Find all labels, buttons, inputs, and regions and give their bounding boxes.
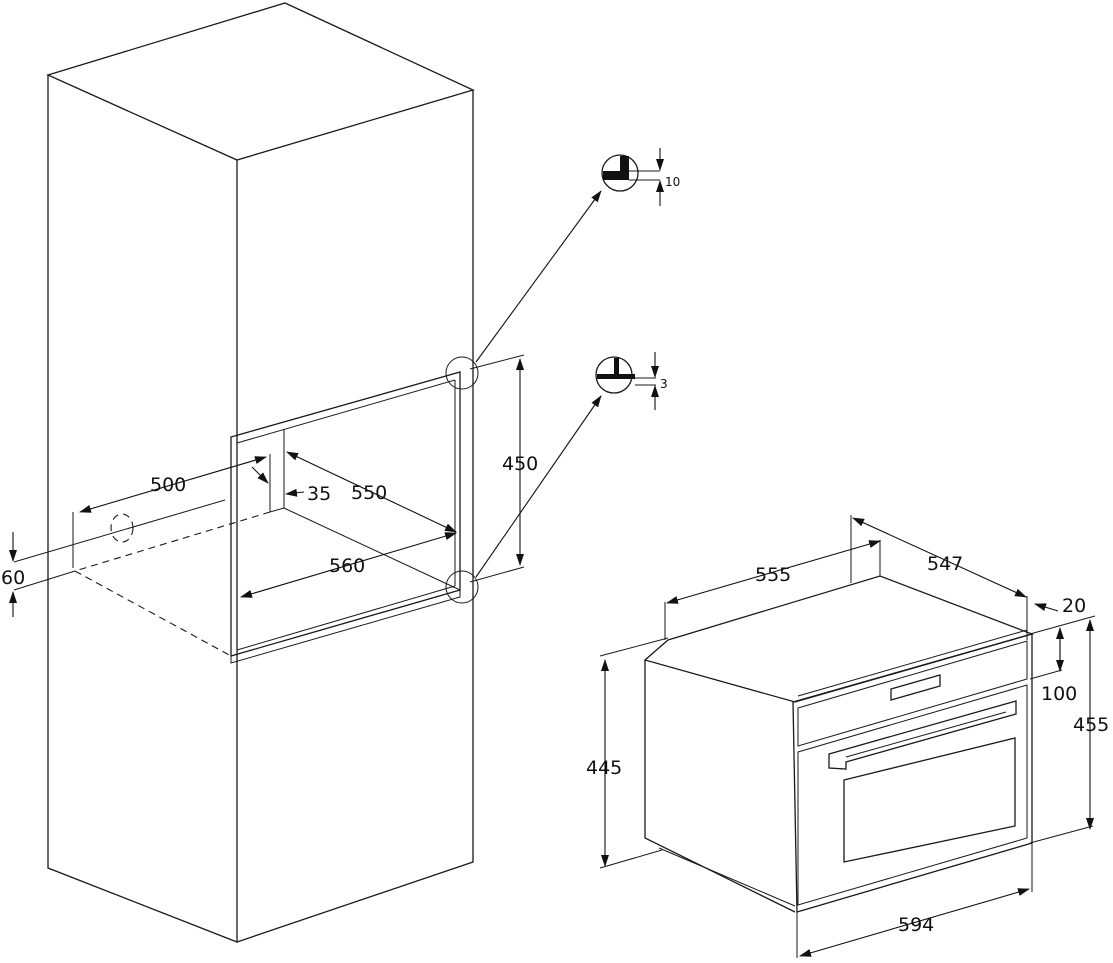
dim-label-547: 547: [927, 553, 963, 575]
door-handle-bar: [845, 711, 1007, 758]
dim-line-594: [799, 888, 1030, 957]
control-panel-inner: [797, 640, 1028, 747]
door-outer: [797, 684, 1028, 906]
niche-outer-frame: [230, 371, 461, 657]
dim-label-20: 20: [1062, 595, 1086, 617]
niche-inner-top: [236, 379, 456, 444]
tall-cabinet: [46, 2, 475, 943]
dim-line-550: [286, 451, 457, 533]
dim-line-500: [79, 456, 267, 513]
dim-label-450: 450: [502, 453, 538, 475]
oven-top-face: [643, 575, 1035, 703]
detail-label-bottom: 3: [660, 377, 668, 391]
dim-line-555: [666, 540, 881, 604]
leader-line-bottom: [475, 395, 602, 578]
niche-right-post: [454, 380, 461, 586]
dim-label-555: 555: [755, 564, 791, 586]
dim-label-100: 100: [1041, 683, 1077, 705]
oven-side-bottom: [658, 847, 796, 907]
dim-label-455: 455: [1073, 714, 1109, 736]
oven-front-frame: [792, 633, 1033, 913]
control-panel-line: [797, 629, 1028, 697]
niche-inner-bottom: [236, 585, 456, 651]
detail-view-bottom: 3: [595, 352, 668, 410]
dim-label-594: 594: [898, 914, 934, 936]
dim-arrow-35-right: [285, 488, 305, 497]
dim-line-547: [852, 517, 1027, 598]
hidden-floor-diagonal: [74, 570, 232, 657]
dim-arrow-20: [1034, 603, 1059, 612]
niche-back-edge: [269, 429, 285, 513]
dim-label-35: 35: [307, 483, 331, 505]
leader-line-top: [475, 190, 602, 363]
dim-label-500: 500: [150, 474, 186, 496]
dim-label-550: 550: [351, 482, 387, 504]
dim-label-445: 445: [586, 757, 622, 779]
door-window: [843, 737, 1016, 863]
niche-floor-line: [283, 507, 461, 591]
detail-marker-top: [445, 356, 479, 390]
dim-arrow-35-left: [251, 466, 269, 484]
detail-label-top: 10: [665, 175, 680, 189]
cabinet-right-face: [236, 90, 474, 943]
dim-label-560: 560: [329, 555, 365, 577]
door-handle: [828, 700, 1017, 770]
niche-ledge: [230, 590, 461, 664]
dim-label-60: 60: [1, 567, 25, 589]
detail-view-top: 10: [601, 148, 680, 206]
cabinet-top-face: [46, 2, 475, 161]
display-window: [890, 674, 941, 701]
cabinet-left-face: [47, 75, 238, 943]
oven-side-face: [644, 660, 796, 913]
dim-line-560: [240, 532, 457, 598]
hidden-socket: [110, 513, 134, 543]
hidden-floor-left: [74, 511, 271, 572]
built-in-oven: [643, 575, 1035, 913]
oven-niche: [74, 371, 461, 664]
